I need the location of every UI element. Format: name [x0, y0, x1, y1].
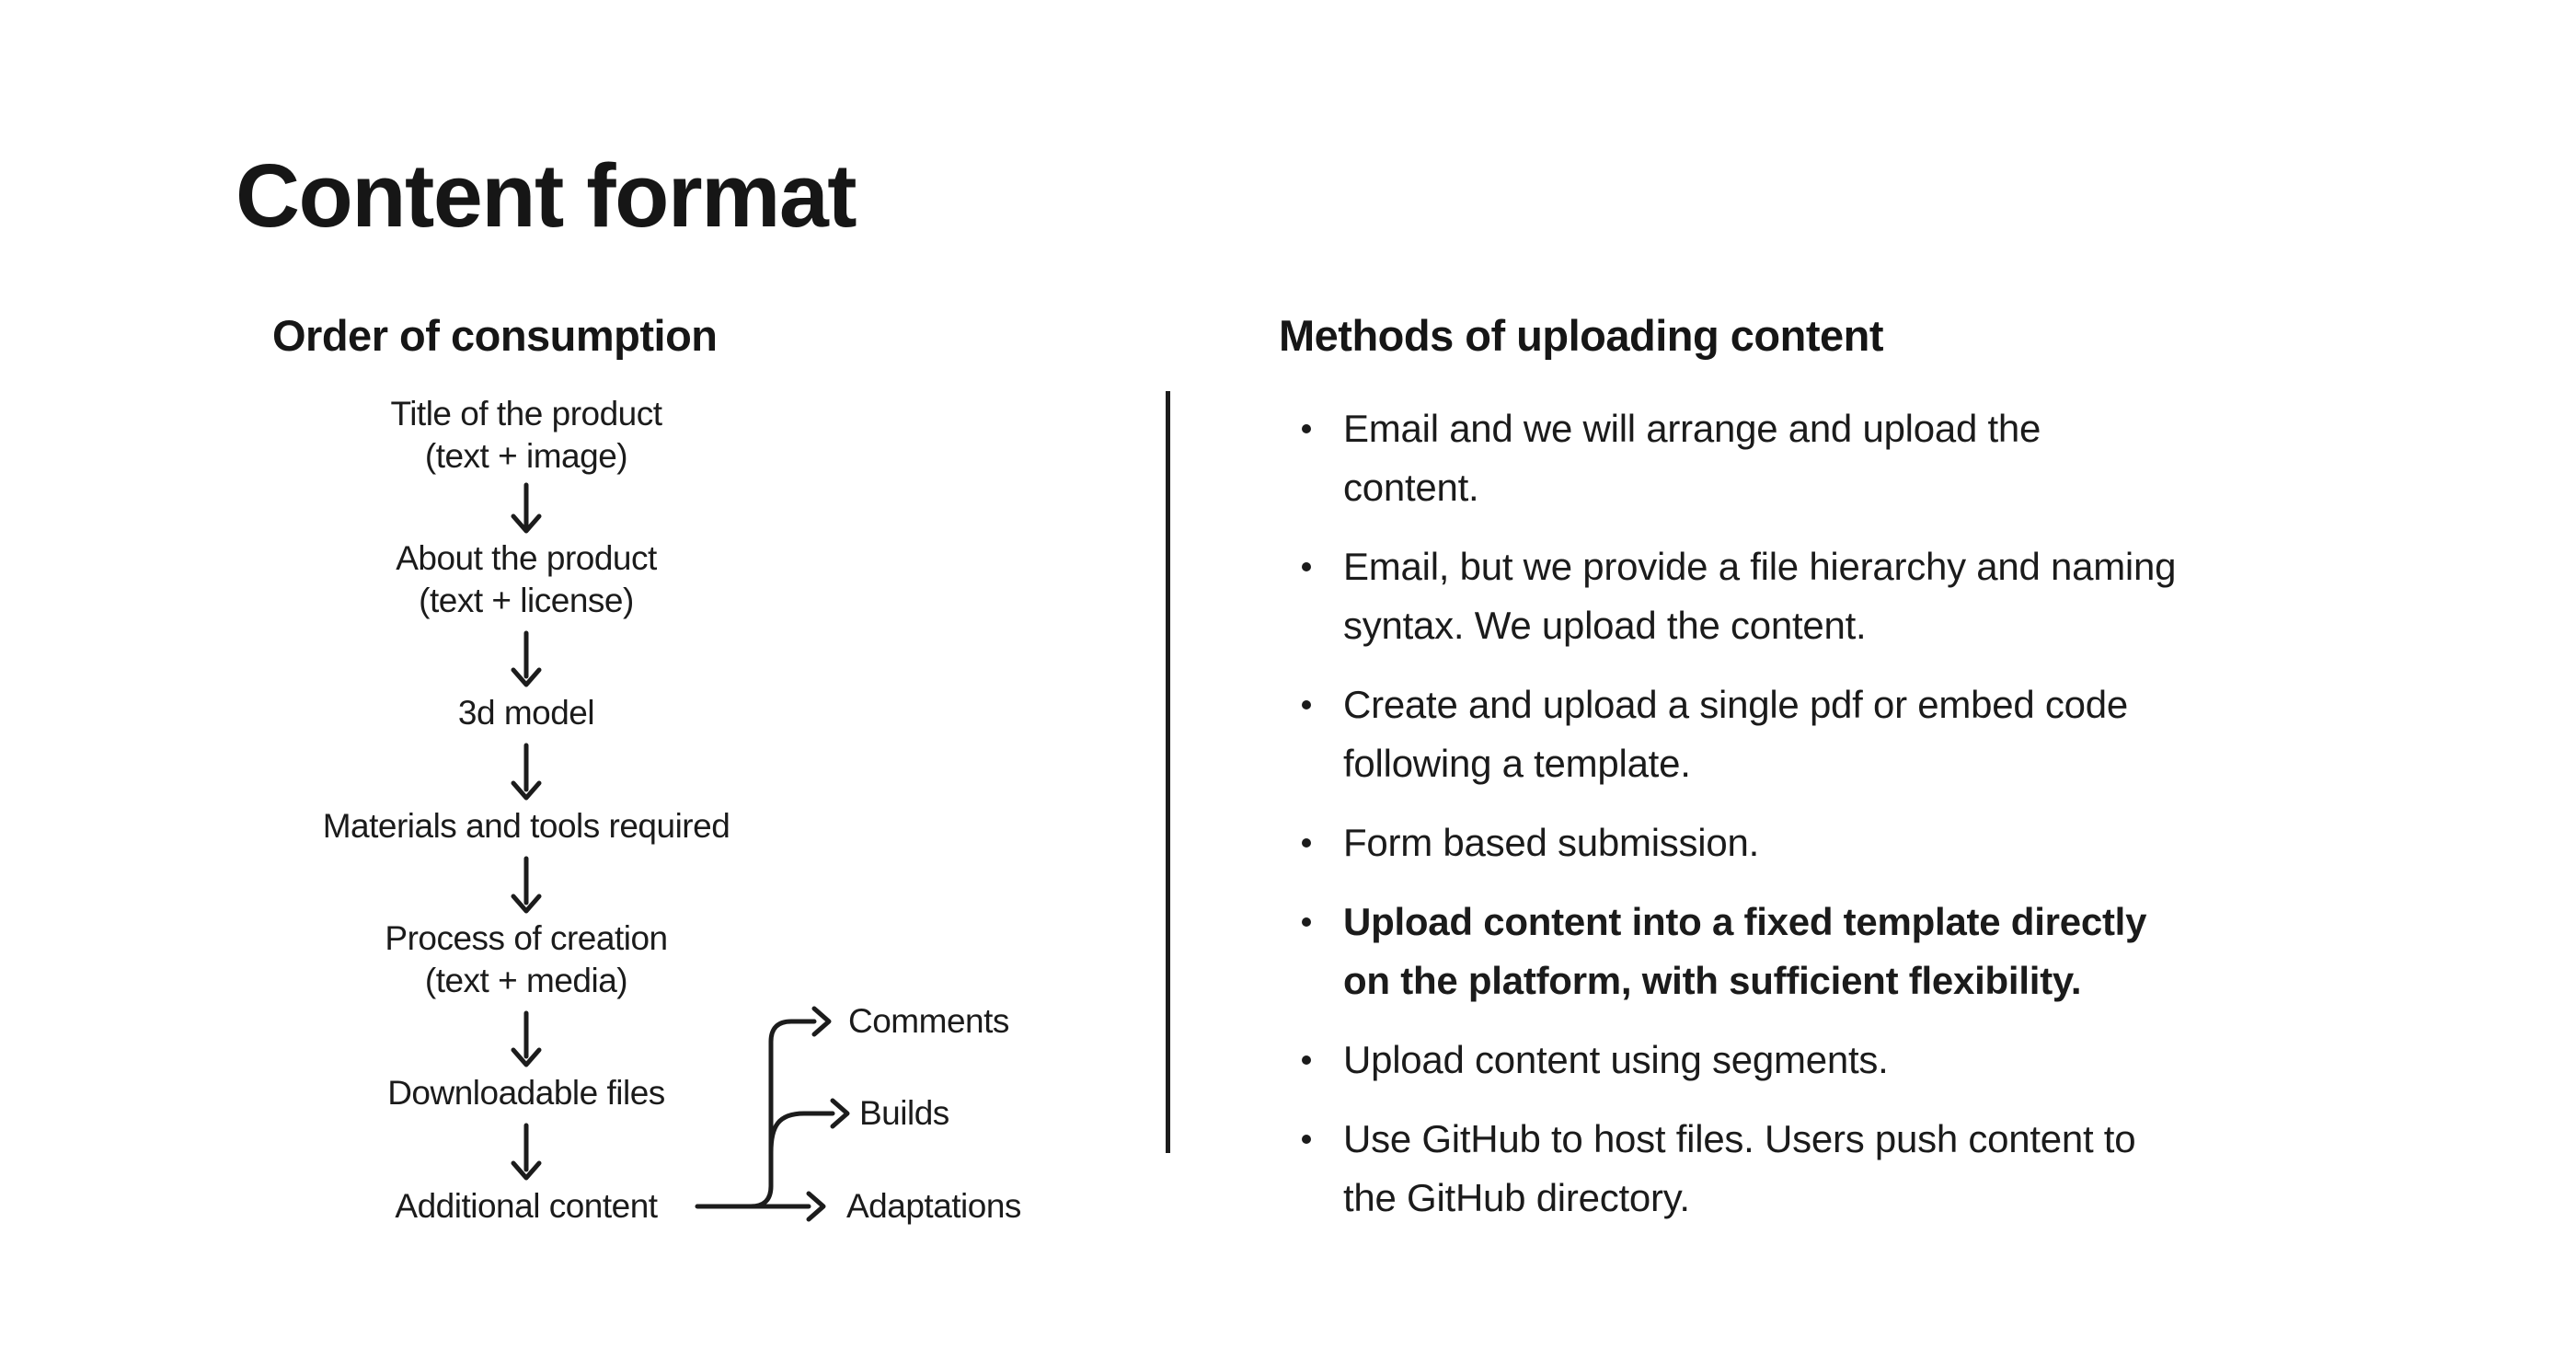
flow-node-about-product: About the product (text + license)	[396, 539, 657, 619]
methods-list: Email and we will arrange and upload the…	[1279, 399, 2346, 1228]
flow-node-materials-tools: Materials and tools required	[322, 807, 730, 845]
method-item-form-submission: Form based submission.	[1279, 813, 2346, 872]
branch-arrow-comments	[748, 1006, 832, 1209]
flow-node-downloadable-files: Downloadable files	[387, 1074, 665, 1112]
method-item-fixed-template: Upload content into a fixed template dir…	[1279, 893, 2346, 1010]
method-item-segments: Upload content using segments.	[1279, 1031, 2346, 1090]
method-item-single-pdf: Create and upload a single pdf or embed …	[1279, 675, 2346, 793]
branch-label-adaptations: Adaptations	[846, 1187, 1021, 1225]
flow-node-title-of-product: Title of the product (text + image)	[390, 395, 662, 475]
method-item-email-hierarchy: Email, but we provide a file hierarchy a…	[1279, 537, 2346, 655]
branch-arrow-builds	[768, 1098, 850, 1155]
branch-label-comments: Comments	[848, 1002, 1009, 1040]
methods-of-uploading-heading: Methods of uploading content	[1279, 311, 1883, 360]
branch-arrow-adaptations	[695, 1191, 826, 1222]
flow-node-3d-model: 3d model	[457, 694, 595, 732]
page-title: Content format	[236, 144, 857, 246]
branch-label-builds: Builds	[859, 1094, 949, 1132]
down-arrow-3	[511, 743, 542, 801]
flow-node-process-of-creation: Process of creation (text + media)	[385, 919, 668, 999]
down-arrow-6	[511, 1123, 542, 1181]
down-arrow-1	[511, 482, 542, 534]
down-arrow-5	[511, 1010, 542, 1067]
down-arrow-2	[511, 630, 542, 687]
column-divider	[1166, 391, 1170, 1153]
method-item-email-arrange: Email and we will arrange and upload the…	[1279, 399, 2346, 517]
order-of-consumption-heading: Order of consumption	[272, 311, 718, 360]
method-item-github: Use GitHub to host files. Users push con…	[1279, 1110, 2346, 1228]
flow-node-additional-content: Additional content	[395, 1187, 658, 1225]
down-arrow-4	[511, 856, 542, 914]
